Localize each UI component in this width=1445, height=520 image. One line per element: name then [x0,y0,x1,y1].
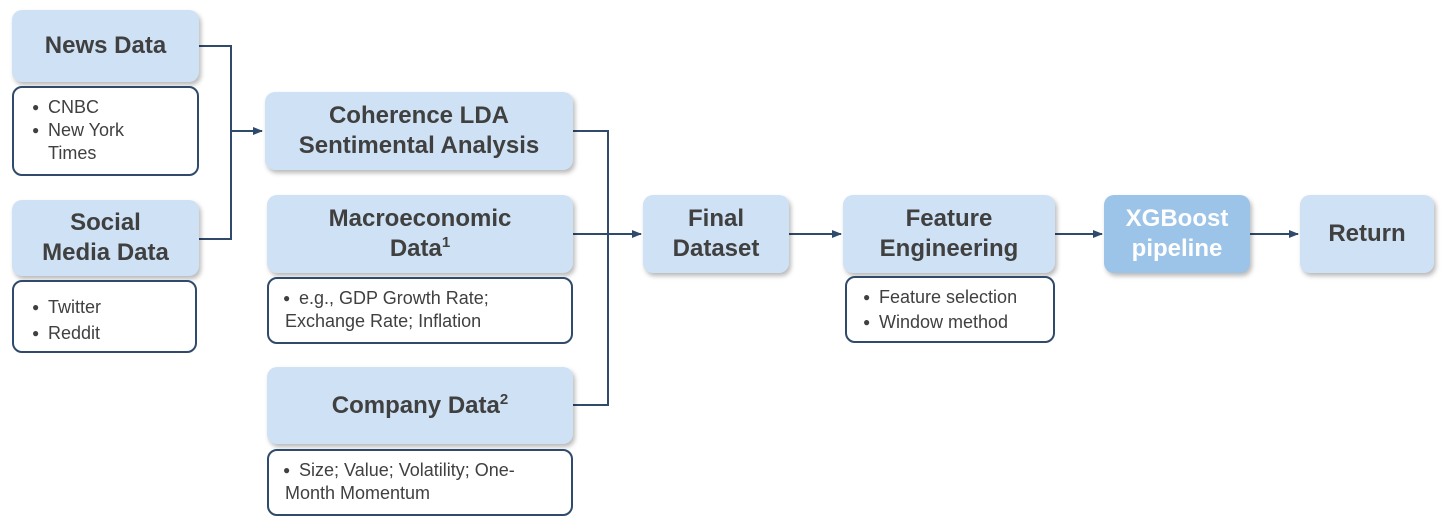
node-macro-line1: Macroeconomic [328,205,512,232]
node-macroeconomic-data: Macroeconomic Data1 [267,195,573,273]
details-macroeconomic-data: e.g., GDP Growth Rate; Exchange Rate; In… [267,277,573,344]
details-company-data: Size; Value; Volatility; One- Month Mome… [267,449,573,516]
node-xgb-line2: pipeline [1131,235,1223,262]
list-item: Window method [863,311,1043,334]
node-social-line1: Social [70,209,141,236]
list-item: Twitter [32,296,185,319]
node-coherence-lda: Coherence LDA Sentimental Analysis [265,92,573,170]
list-item: Feature selection [863,286,1043,309]
node-final-line2: Dataset [672,235,760,262]
node-xgboost-pipeline: XGBoost pipeline [1104,195,1250,273]
node-return-label: Return [1328,220,1406,247]
node-return: Return [1300,195,1434,273]
node-social-media-data: Social Media Data [12,200,199,276]
node-macro-footnote: 1 [441,234,451,251]
node-news-data: News Data [12,10,199,82]
node-lda-line2: Sentimental Analysis [298,132,540,159]
node-feature-line2: Engineering [879,235,1019,262]
node-feature-engineering: Feature Engineering [843,195,1055,273]
node-news-data-label: News Data [44,32,167,59]
list-item: CNBC [32,96,187,119]
node-company-data: Company Data2 [267,367,573,444]
node-xgb-line1: XGBoost [1125,205,1229,232]
node-company-label: Company Data [331,391,500,419]
node-lda-line1: Coherence LDA [328,102,510,129]
list-item: Reddit [32,322,185,345]
list-item: e.g., GDP Growth Rate; [283,287,561,310]
node-feature-line1: Feature [905,205,993,232]
node-final-line1: Final [687,205,744,232]
list-item: Size; Value; Volatility; One- [283,459,561,482]
connector-company-to-final [573,234,609,406]
list-item: Times [48,143,97,163]
connector-lda-to-final [573,130,609,234]
node-macro-line2: Data [389,235,442,262]
details-social-media-data: Twitter Reddit [12,280,197,353]
node-final-dataset: Final Dataset [643,195,789,273]
list-item: Exchange Rate; Inflation [285,311,482,331]
node-company-footnote: 2 [499,390,509,408]
node-social-line2: Media Data [42,239,169,266]
details-news-data: CNBC New York Times [12,86,199,176]
details-feature-engineering: Feature selection Window method [845,276,1055,343]
connector-social-to-lda [199,131,232,240]
list-item: New York [32,119,187,142]
connector-news-to-lda [199,45,263,135]
list-item: Month Momentum [285,483,431,503]
